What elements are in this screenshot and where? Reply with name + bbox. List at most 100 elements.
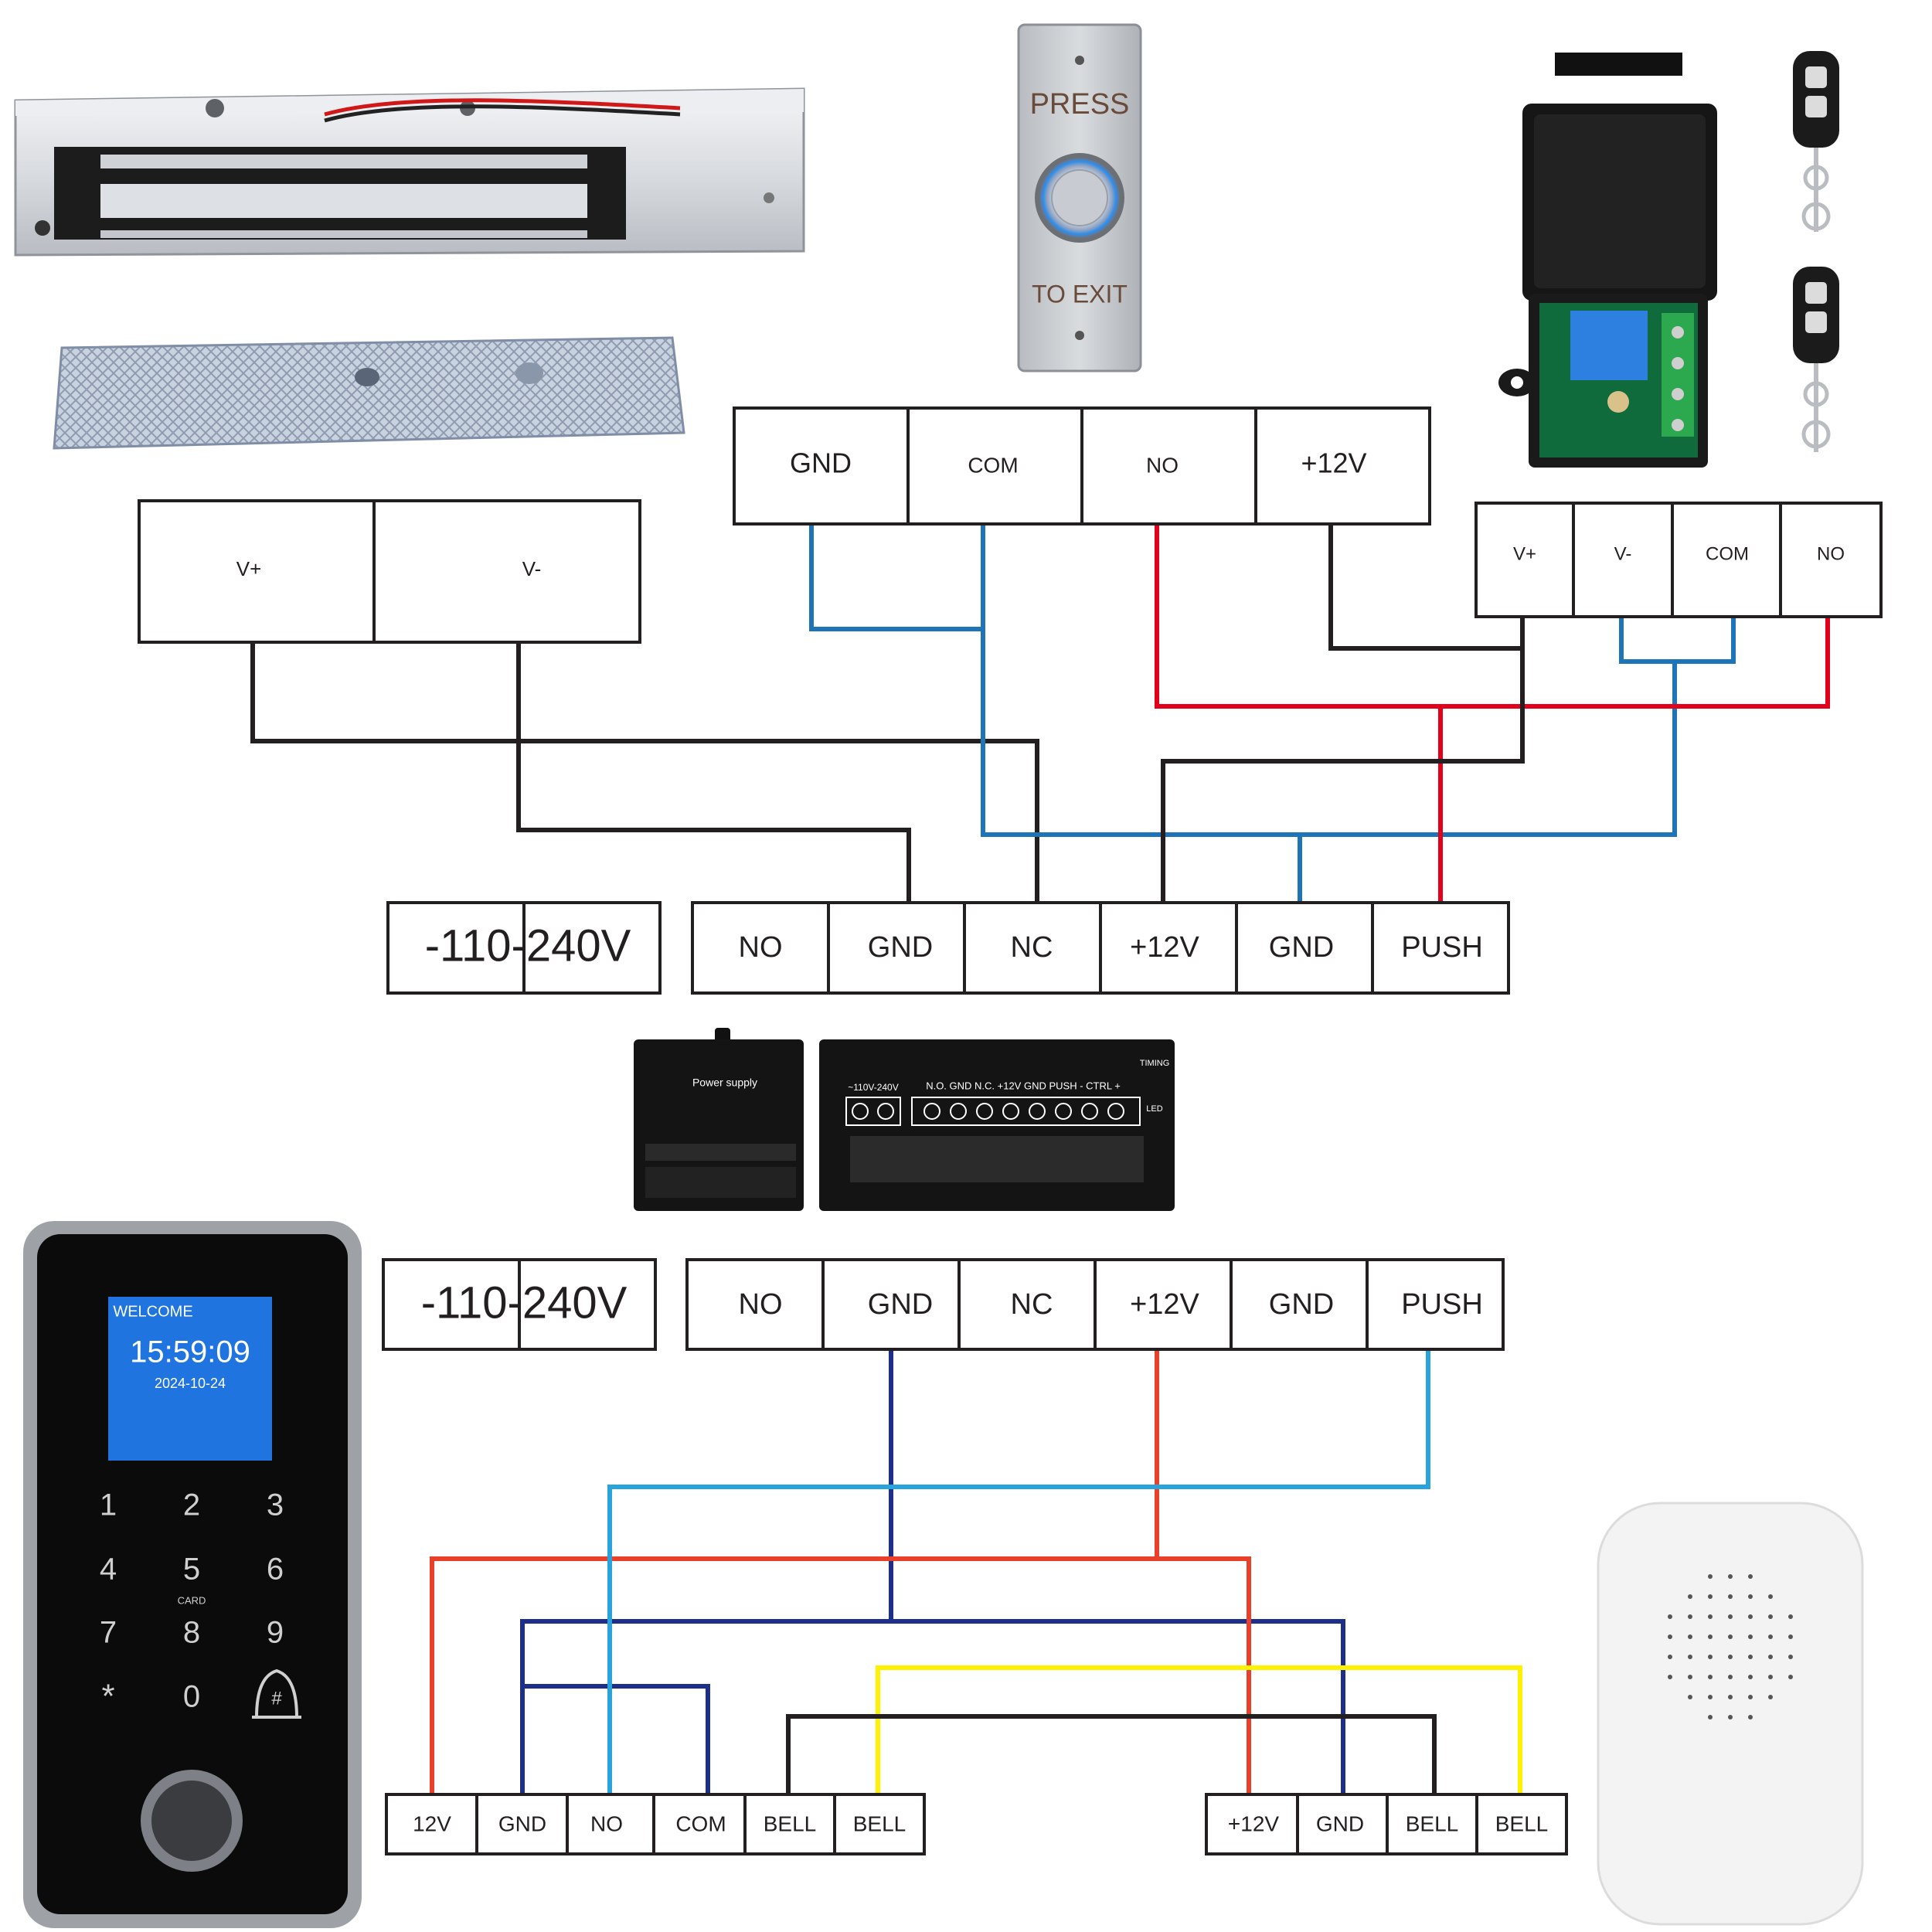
receiver-terminal-vplus: V+: [1513, 543, 1536, 564]
power-supply-timing-label: TIMING: [1140, 1059, 1170, 1068]
psu-top-gnd2: GND: [1269, 931, 1334, 964]
wires: [250, 525, 1830, 1797]
grille-hole: [1788, 1675, 1793, 1679]
exit-terminal-12v: +12V: [1301, 447, 1366, 479]
grille-hole: [1768, 1675, 1773, 1679]
wire-receiver-vplus-to-psu-12v: [1161, 617, 1525, 903]
keypad-screen-title: WELCOME: [113, 1303, 192, 1320]
keypad-screen-date: 2024-10-24: [155, 1376, 226, 1391]
psu-bottom-12v: +12V: [1130, 1288, 1199, 1321]
grille-hole: [1748, 1614, 1753, 1619]
grille-hole: [1788, 1655, 1793, 1659]
exit-button-exit-text: TO EXIT: [1032, 280, 1128, 308]
doorbell-terminal-bell1: BELL: [1406, 1811, 1459, 1835]
grille-hole: [1728, 1634, 1733, 1639]
keypad-terminal-no: NO: [590, 1811, 623, 1835]
keypad-terminals: 12V GND NO COM BELL BELL: [385, 1793, 926, 1855]
wire-exit-no-to-receiver-no: [1155, 525, 1830, 709]
grille-hole: [1728, 1695, 1733, 1699]
grille-hole: [1768, 1594, 1773, 1599]
psu-bottom-gnd2: GND: [1269, 1288, 1334, 1321]
wire-lock-vminus-to-psu-gnd: [516, 641, 911, 903]
grille-hole: [1728, 1594, 1733, 1599]
grille-hole: [1708, 1614, 1713, 1619]
grille-hole: [1668, 1675, 1672, 1679]
wire-receiver-com: [1619, 617, 1736, 664]
psu-bottom-nc: NC: [1011, 1288, 1053, 1321]
rf-receiver-image: [1498, 53, 1717, 468]
doorbell-speaker-grille: [1668, 1574, 1793, 1719]
armature-plate-image: [53, 336, 685, 450]
grille-hole: [1748, 1695, 1753, 1699]
keypad-screen-time: 15:59:09: [130, 1335, 250, 1369]
exit-button-terminals: GND COM NO +12V: [733, 406, 1431, 526]
grille-hole: [1788, 1614, 1793, 1619]
power-supply-title: Power supply: [692, 1077, 757, 1089]
grille-hole: [1688, 1634, 1692, 1639]
exit-terminal-gnd: GND: [790, 447, 852, 479]
grille-hole: [1748, 1675, 1753, 1679]
key-6: 6: [267, 1553, 284, 1587]
psu-top-gnd: GND: [868, 931, 933, 964]
bell-icon: [252, 1668, 301, 1719]
grille-hole: [1688, 1614, 1692, 1619]
power-supply-terminal-strip: N.O. GND N.C. +12V GND PUSH - CTRL +: [926, 1080, 1121, 1091]
psu-top-ac-label: -110-240V: [425, 920, 631, 971]
receiver-terminal-com: COM: [1706, 543, 1749, 564]
wire-bell-yellow: [876, 1665, 1522, 1797]
exit-terminal-com: COM: [968, 453, 1018, 477]
wire-bell-black: [786, 1714, 1437, 1797]
power-supply-input-label: ~110V-240V: [848, 1082, 899, 1093]
grille-hole: [1708, 1594, 1713, 1599]
wire-exit-12v-to-receiver: [1328, 525, 1522, 651]
keypad-terminal-bell1: BELL: [764, 1811, 817, 1835]
keypad-terminal-bell2: BELL: [853, 1811, 906, 1835]
keypad-terminal-12v: 12V: [413, 1811, 451, 1835]
grille-hole: [1748, 1634, 1753, 1639]
grille-hole: [1708, 1695, 1713, 1699]
lock-terminals: V+ V-: [138, 499, 641, 644]
keypad-device-image: WELCOME 15:59:09 2024-10-24 1 2 3 4 5 CA…: [23, 1221, 362, 1928]
psu-top-nc: NC: [1011, 931, 1053, 964]
wire-psu-push-to-keypad-no: [607, 1349, 1430, 1797]
psu-top-12v: +12V: [1130, 931, 1199, 964]
key-0: 0: [183, 1680, 200, 1714]
key-7: 7: [100, 1616, 117, 1650]
remote-keyfob-image: [1793, 51, 1839, 452]
lock-terminal-vminus: V-: [522, 557, 542, 580]
grille-hole: [1708, 1574, 1713, 1579]
grille-hole: [1788, 1634, 1793, 1639]
psu-top-terminals: -110-240V NO GND NC +12V GND PUSH: [386, 901, 1510, 995]
grille-hole: [1688, 1655, 1692, 1659]
wire-lock-vplus-to-psu-nc: [250, 641, 1039, 903]
grille-hole: [1728, 1715, 1733, 1719]
power-supply-led-label: LED: [1146, 1104, 1162, 1114]
wire-keypad-gnd-to-com: [522, 1684, 710, 1797]
doorbell-terminal-12v: +12V: [1228, 1811, 1279, 1835]
psu-bottom-gnd: GND: [868, 1288, 933, 1321]
key-1: 1: [100, 1488, 117, 1522]
grille-hole: [1728, 1614, 1733, 1619]
grille-hole: [1748, 1574, 1753, 1579]
grille-hole: [1668, 1655, 1672, 1659]
grille-hole: [1748, 1594, 1753, 1599]
lock-terminal-vplus: V+: [236, 557, 262, 580]
grille-hole: [1688, 1695, 1692, 1699]
key-8: 8: [183, 1616, 200, 1650]
key-9: 9: [267, 1616, 284, 1650]
receiver-terminals: V+ V- COM NO: [1475, 502, 1883, 618]
grille-hole: [1748, 1655, 1753, 1659]
psu-bottom-ac-label: -110-240V: [421, 1277, 628, 1328]
grille-hole: [1688, 1675, 1692, 1679]
receiver-terminal-vminus: V-: [1614, 543, 1632, 564]
power-supply-image: Power supply ~110V-240V N.O. GND N.C. +1…: [634, 1028, 1175, 1211]
doorbell-terminal-bell2: BELL: [1495, 1811, 1549, 1835]
psu-top-no: NO: [739, 931, 783, 964]
grille-hole: [1708, 1675, 1713, 1679]
psu-bottom-push: PUSH: [1401, 1288, 1483, 1321]
grille-hole: [1768, 1634, 1773, 1639]
grille-hole: [1708, 1634, 1713, 1639]
doorbell-terminals: +12V GND BELL BELL: [1205, 1793, 1568, 1855]
psu-top-push: PUSH: [1401, 931, 1483, 964]
